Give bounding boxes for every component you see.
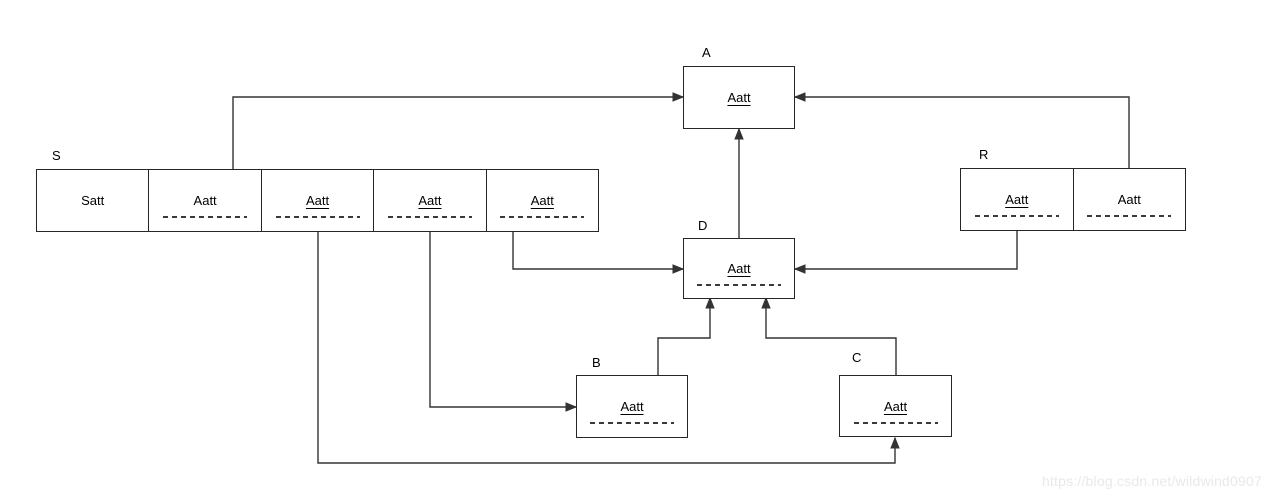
connector-s-to-c (317, 232, 895, 464)
attribute-text: Aatt (727, 90, 751, 105)
connector-s-to-d (512, 232, 683, 269)
entity-s-label: S (52, 148, 61, 163)
entity-c-box: Aatt (839, 375, 952, 437)
connector-b-to-d (657, 298, 710, 375)
entity-d-box: Aatt (683, 238, 795, 299)
dashed-line (275, 216, 360, 218)
entity-c-cell-0: Aatt (840, 376, 951, 436)
entity-a-box: Aatt (683, 66, 795, 129)
attribute-text: Aatt (883, 398, 908, 414)
dashed-line (974, 215, 1059, 217)
entity-d-label: D (698, 218, 708, 233)
entity-a-label: A (702, 45, 711, 60)
entity-r-label: R (979, 147, 989, 162)
attribute-text: Aatt (620, 399, 644, 414)
entity-r-box: Aatt Aatt (960, 168, 1186, 231)
attribute-text: Aatt (305, 193, 330, 208)
attribute-text: Aatt (1005, 192, 1029, 207)
dashed-line (853, 421, 938, 424)
dashed-line (697, 284, 781, 286)
attribute-text: Aatt (418, 193, 442, 208)
entity-c-label: C (852, 350, 862, 365)
attribute-text: Aatt (530, 193, 554, 208)
dashed-line (500, 216, 585, 218)
dashed-line (387, 216, 472, 218)
entity-b-cell-0: Aatt (577, 376, 687, 437)
entity-s-cell-2: Aatt (262, 170, 375, 231)
connector-r-to-a (795, 97, 1130, 168)
entity-b-label: B (592, 355, 601, 370)
entity-r-cell-0: Aatt (961, 169, 1074, 230)
watermark-text: https://blog.csdn.net/wildwind0907 (1041, 473, 1262, 489)
entity-s-cell-4: Aatt (487, 170, 598, 231)
attribute-text: Aatt (193, 193, 217, 208)
connector-r-to-d (795, 231, 1018, 269)
attribute-text: Satt (81, 193, 105, 208)
entity-s-cell-1: Aatt (149, 170, 262, 231)
dashed-line (590, 422, 674, 424)
dashed-line (163, 216, 248, 218)
entity-d-cell-0: Aatt (684, 239, 794, 298)
entity-s-cell-0: Satt (37, 170, 150, 231)
entity-s-cell-3: Aatt (374, 170, 487, 231)
entity-r-cell-1: Aatt (1074, 169, 1186, 230)
dashed-line (1087, 215, 1172, 217)
connector-c-to-d (766, 298, 897, 375)
entity-b-box: Aatt (576, 375, 688, 438)
entity-a-cell-0: Aatt (684, 67, 794, 128)
entity-s-box: Satt Aatt Aatt Aatt Aatt (36, 169, 599, 232)
attribute-text: Aatt (1117, 192, 1141, 207)
attribute-text: Aatt (727, 261, 751, 276)
connector-s-to-b (429, 232, 576, 407)
connector-s-to-a (232, 97, 683, 169)
